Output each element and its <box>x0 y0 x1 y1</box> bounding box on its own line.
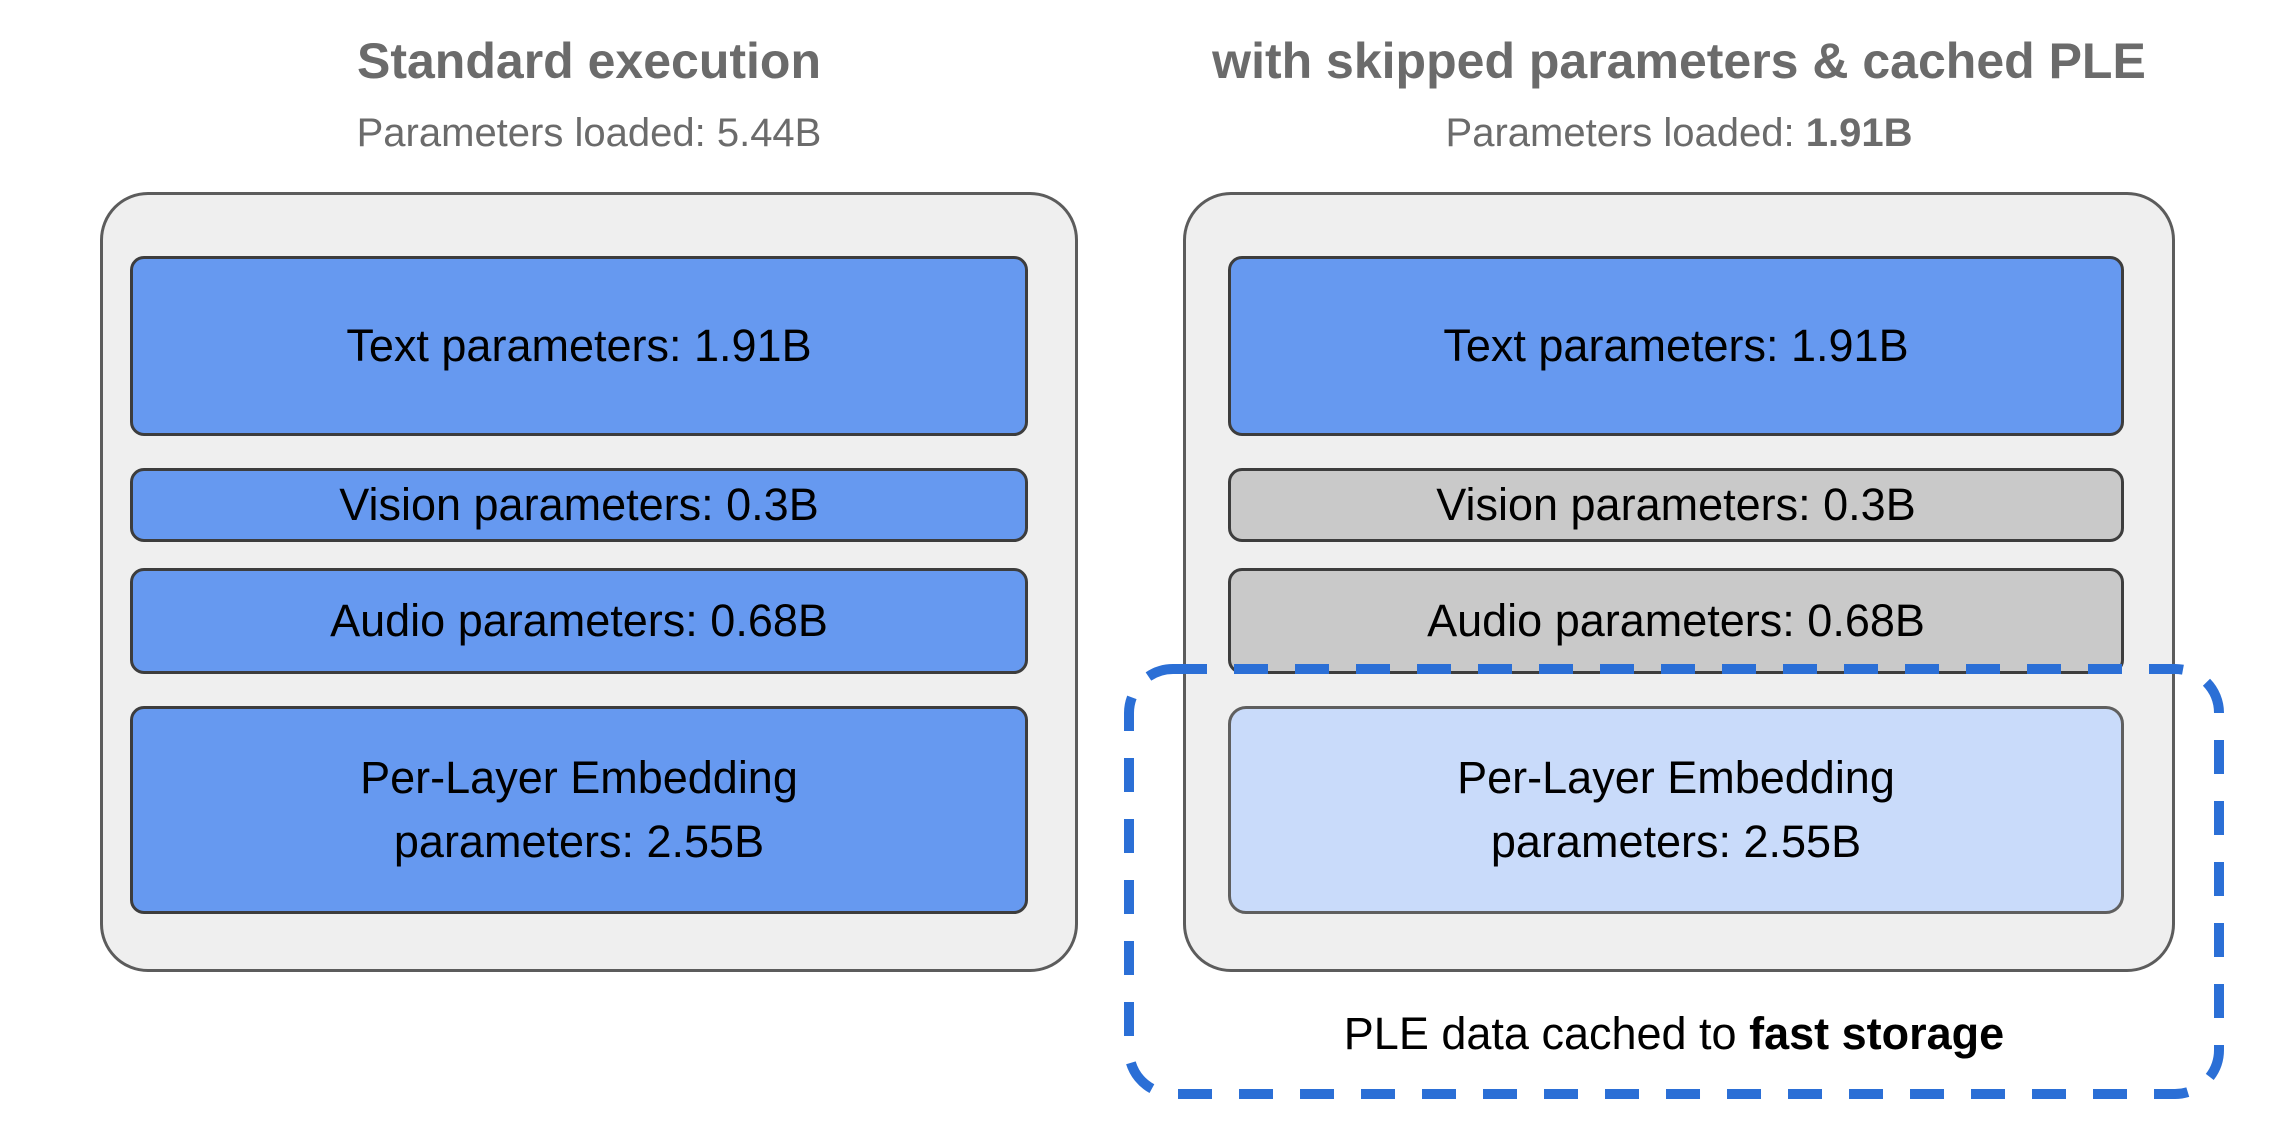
left-audio-parameters-box: Audio parameters: 0.68B <box>130 568 1028 674</box>
left-panel-subtitle: Parameters loaded: 5.44B <box>100 108 1078 158</box>
right-text-parameters-box: Text parameters: 1.91B <box>1228 256 2124 436</box>
left-subtitle-prefix: Parameters loaded: <box>356 111 717 155</box>
right-per-layer-embedding-box: Per-Layer Embedding parameters: 2.55B <box>1228 706 2124 914</box>
skipped-parameters-panel: Text parameters: 1.91B Vision parameters… <box>1183 192 2175 972</box>
left-panel-title: Standard execution <box>357 33 821 89</box>
ple-cache-caption: PLE data cached to fast storage <box>1133 1005 2215 1063</box>
left-subtitle-value: 5.44B <box>716 111 822 155</box>
right-vision-parameters-box: Vision parameters: 0.3B <box>1228 468 2124 542</box>
right-panel-title: with skipped parameters & cached PLE <box>1212 33 2146 89</box>
left-per-layer-embedding-box: Per-Layer Embedding parameters: 2.55B <box>130 706 1028 914</box>
cache-caption-prefix: PLE data cached to <box>1343 1008 1750 1059</box>
right-subtitle-value: 1.91B <box>1805 111 1913 155</box>
right-panel-subtitle: Parameters loaded: 1.91B <box>1183 108 2175 158</box>
right-audio-parameters-box: Audio parameters: 0.68B <box>1228 568 2124 674</box>
standard-execution-panel: Text parameters: 1.91B Vision parameters… <box>100 192 1078 972</box>
cache-caption-emphasis: fast storage <box>1749 1008 2005 1059</box>
left-vision-parameters-box: Vision parameters: 0.3B <box>130 468 1028 542</box>
right-subtitle-prefix: Parameters loaded: <box>1445 111 1806 155</box>
left-text-parameters-box: Text parameters: 1.91B <box>130 256 1028 436</box>
